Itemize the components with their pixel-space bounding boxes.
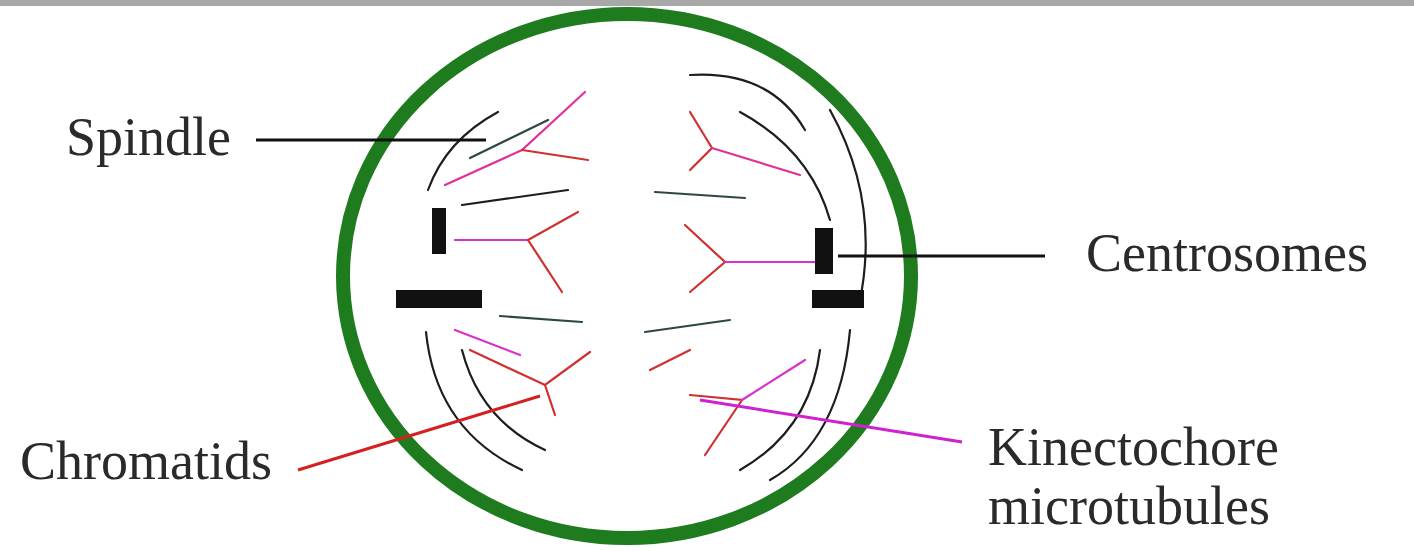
part-label: Spindle — [66, 108, 256, 167]
chromatids — [445, 92, 815, 455]
label-holder: Chromatids — [20, 432, 295, 491]
label-holder: Centrosomes — [1086, 224, 1406, 283]
spindle-fibres — [426, 75, 866, 480]
part-label: Centrosomes — [1086, 224, 1406, 283]
part-label: Chromatids — [20, 432, 295, 491]
top-rule — [0, 0, 1414, 6]
centrosome-symbols — [396, 208, 864, 308]
label-holder: Spindle — [66, 108, 256, 167]
leader-lines — [256, 140, 1045, 470]
cell-membrane — [343, 14, 911, 538]
label-holder: Kinectochore microtubules — [988, 418, 1310, 537]
part-label: Kinectochore microtubules — [988, 418, 1310, 537]
